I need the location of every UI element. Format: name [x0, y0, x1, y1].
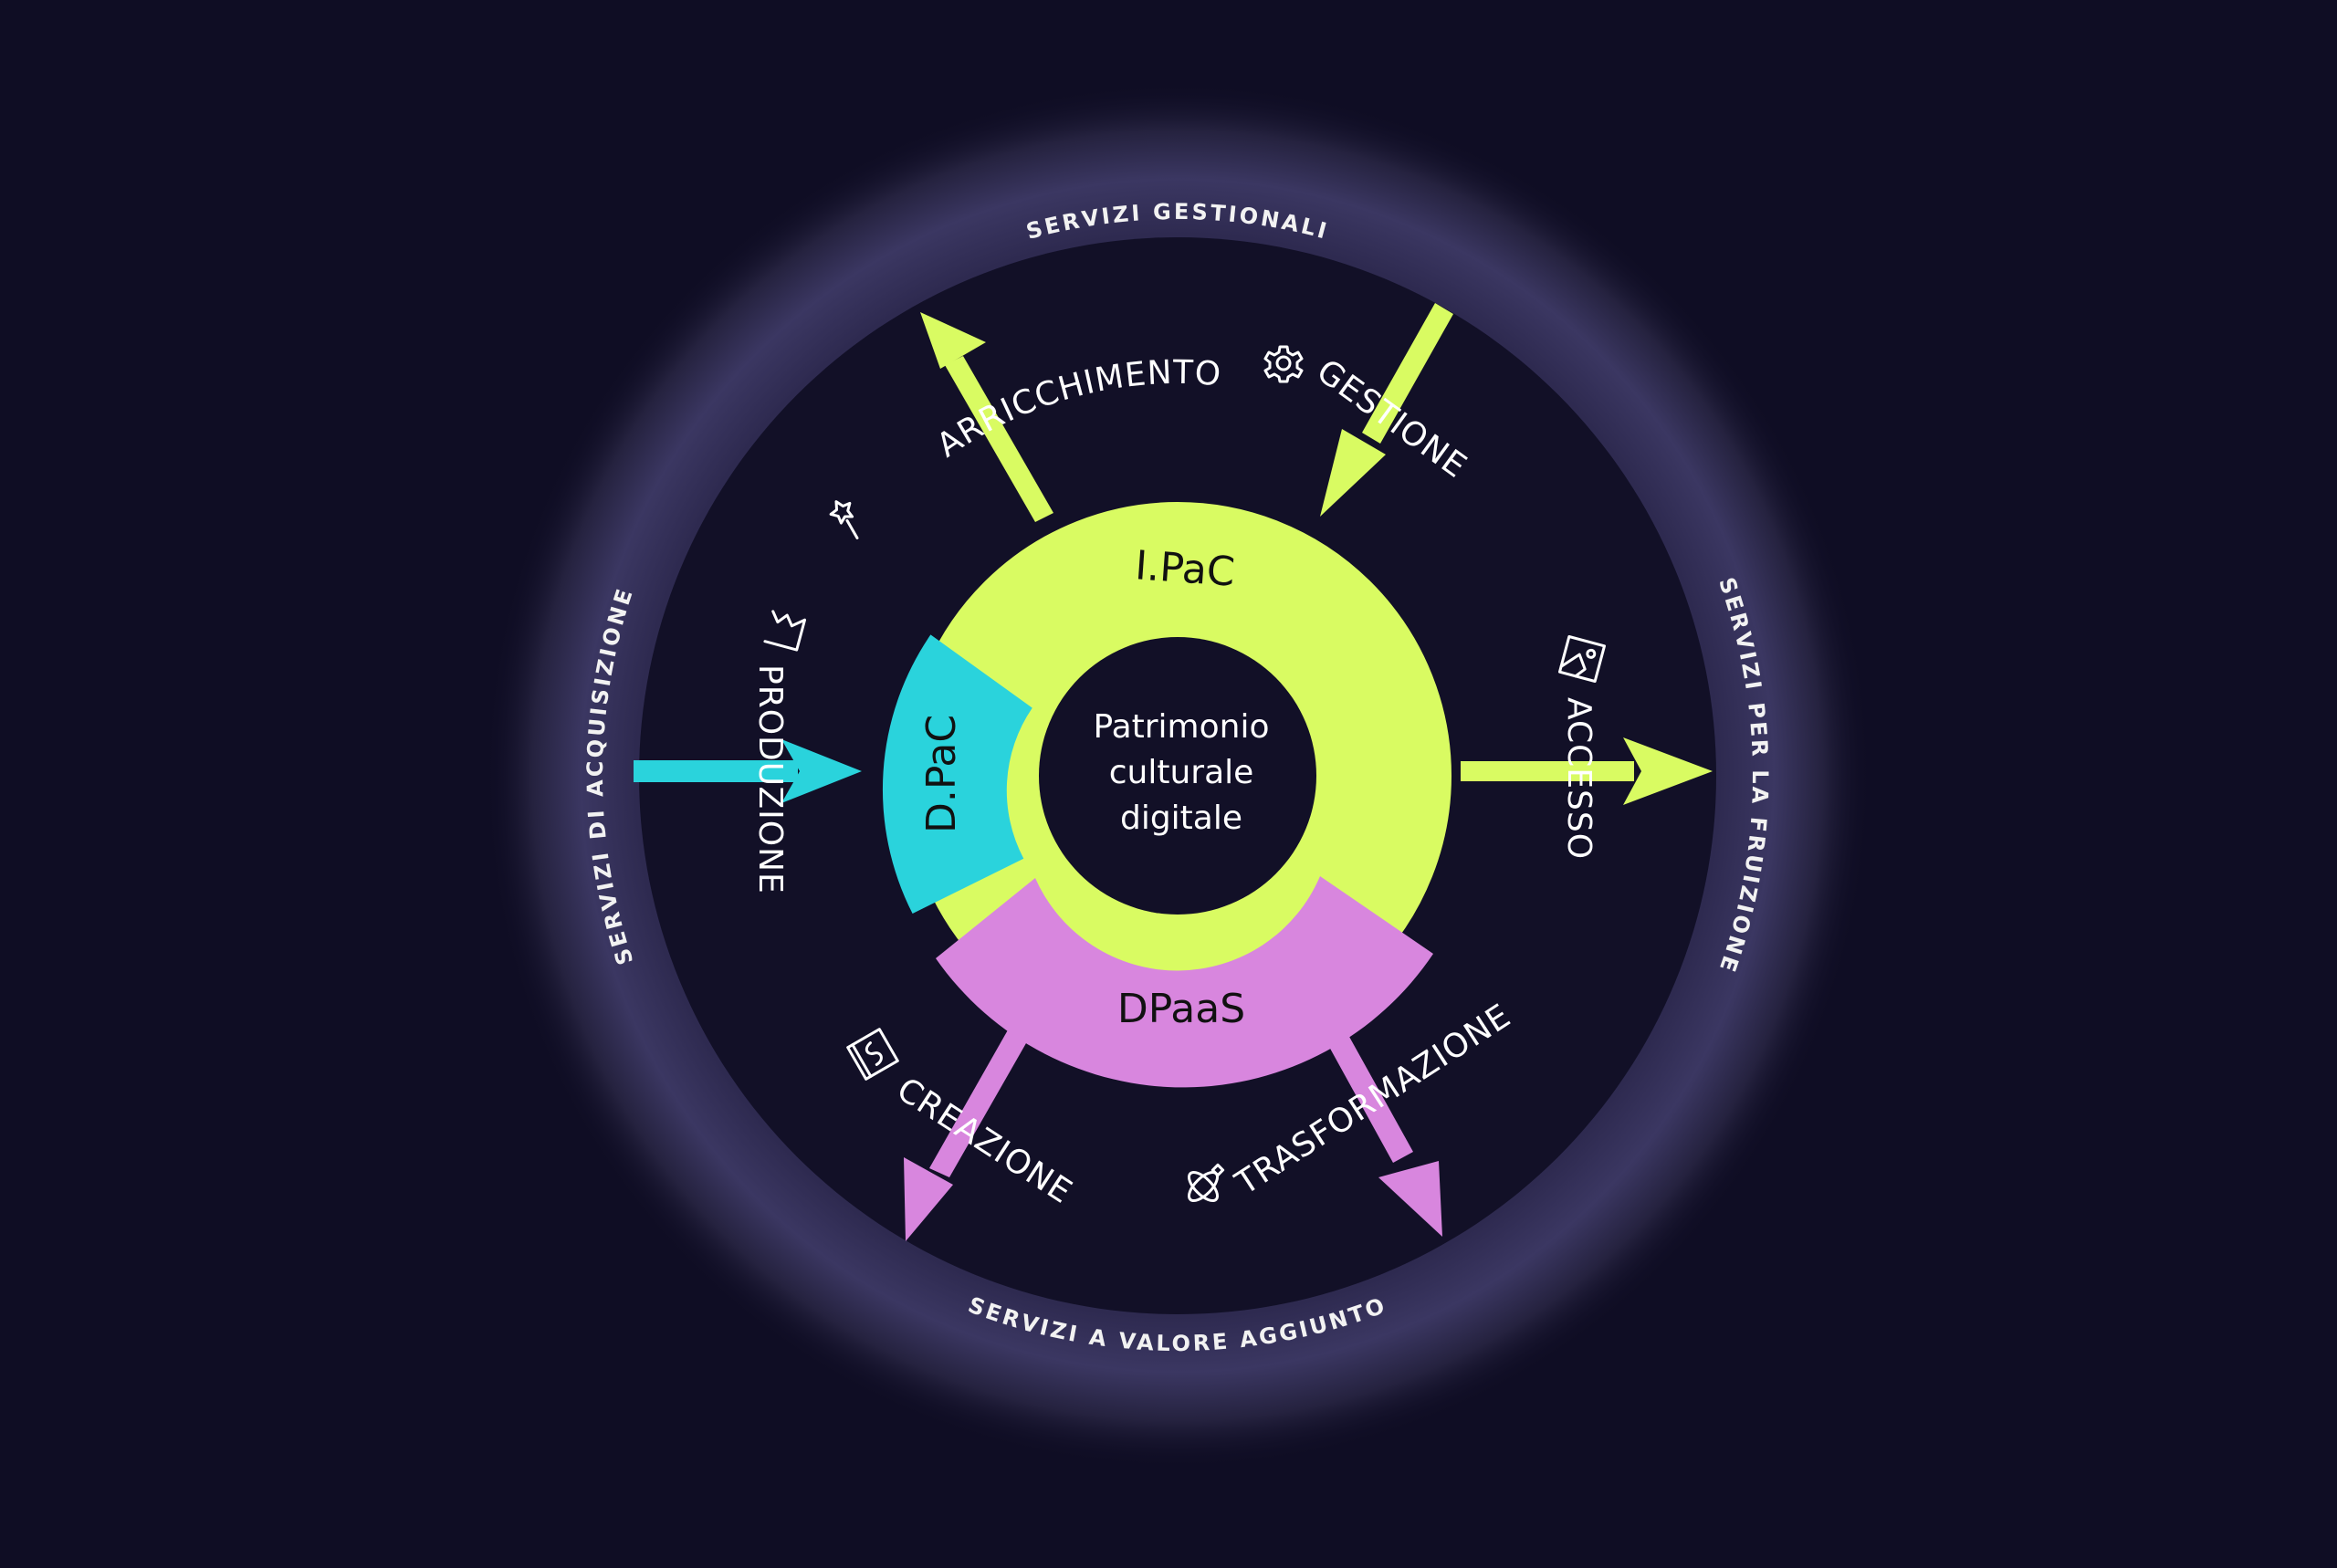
book-icon — [846, 1028, 899, 1081]
orbit-icon — [1187, 1163, 1225, 1203]
flow-label-accesso: ACCESSO — [1560, 697, 1598, 860]
flow-label-produzione: PRODUZIONE — [751, 664, 789, 894]
arrow-trasformazione — [1324, 1027, 1442, 1237]
gear-icon — [1263, 345, 1304, 383]
core-line-2: culturale — [1109, 754, 1254, 791]
core-circle — [1039, 637, 1316, 915]
ring-dpac — [882, 634, 1032, 914]
arrow-arricchimento — [920, 312, 1053, 522]
core-line-1: Patrimonio — [1093, 708, 1269, 746]
arrow-produzione — [634, 739, 862, 803]
image-icon — [1558, 635, 1606, 683]
segment-label-dpac: D.PaC — [918, 715, 965, 833]
arrow-creazione — [904, 1027, 1030, 1241]
segment-label-dpaas: DPaaS — [1117, 986, 1245, 1032]
core-line-3: digitale — [1120, 800, 1242, 837]
arrow-gestione — [1320, 303, 1453, 517]
ring-dpaas — [936, 876, 1433, 1088]
crown-box-icon — [763, 610, 807, 652]
arrow-accesso — [1461, 737, 1713, 805]
segment-label-ipac: I.PaC — [1134, 542, 1237, 595]
magic-wand-icon — [829, 500, 859, 539]
